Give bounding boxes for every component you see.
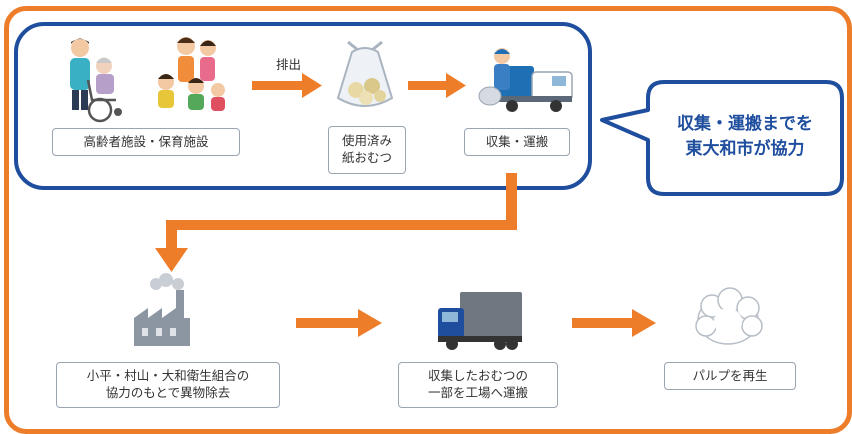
diaper-label-box: 使用済み 紙おむつ [328, 126, 406, 174]
truck-label-line2: 一部を工場へ運搬 [427, 385, 528, 400]
factory-icon [134, 273, 190, 346]
truck-label-box: 収集したおむつの 一部を工場へ運搬 [398, 362, 558, 408]
arrow-to-factory [155, 173, 517, 272]
discharge-label: 排出 [276, 57, 302, 72]
diaper-label-line2: 紙おむつ [341, 150, 392, 165]
pulp-label-box: パルプを再生 [664, 362, 796, 390]
factory-label-line2: 協力のもとで異物除去 [105, 385, 231, 400]
arrow-to-pulp [572, 309, 656, 337]
truck-label-line1: 収集したおむつの [427, 368, 528, 384]
callout-line1: 収集・運搬までを [677, 114, 813, 134]
facilities-label: 高齢者施設・保育施設 [83, 133, 209, 149]
facilities-label-box: 高齢者施設・保育施設 [52, 128, 240, 156]
arrow-to-collection [408, 73, 466, 98]
pulp-label: パルプを再生 [692, 367, 768, 383]
children-icon [158, 37, 225, 111]
callout-line2: 東大和市が協力 [685, 138, 805, 159]
callout-bubble [600, 80, 844, 196]
cargo-truck-icon [438, 292, 522, 350]
factory-label-line1: 小平・村山・大和衛生組合の [86, 368, 250, 384]
callout-text: 収集・運搬までを 東大和市が協力 [660, 112, 830, 161]
garbage-truck-icon [478, 48, 573, 112]
arrow-to-truck [296, 309, 382, 337]
factory-label-box: 小平・村山・大和衛生組合の 協力のもとで異物除去 [56, 362, 280, 408]
outer-frame [4, 6, 852, 434]
diaper-bag-icon [336, 40, 394, 107]
collection-label-box: 収集・運搬 [464, 128, 570, 156]
arrow-discharge [252, 73, 322, 98]
caregiver-with-wheelchair-icon [70, 38, 122, 123]
collection-label: 収集・運搬 [485, 133, 549, 149]
pulp-icon [695, 287, 763, 345]
diaper-label-line1: 使用済み [341, 133, 392, 149]
